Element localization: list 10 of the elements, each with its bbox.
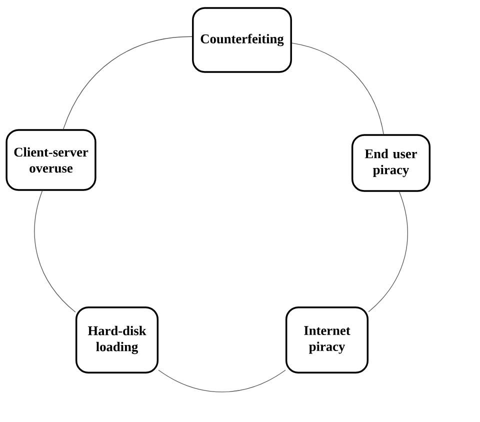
process-box: End user piracy (351, 134, 431, 192)
connector-arc (158, 370, 286, 392)
process-box: Counterfeiting (192, 7, 292, 73)
process-box: Client-server overuse (6, 129, 96, 191)
connector-arc (34, 190, 76, 312)
process-box: Internet piracy (285, 306, 369, 374)
connector-arc (292, 42, 384, 134)
process-box: Hard-disk loading (75, 306, 159, 374)
connector-arc (368, 192, 408, 312)
connector-arc (63, 36, 192, 130)
